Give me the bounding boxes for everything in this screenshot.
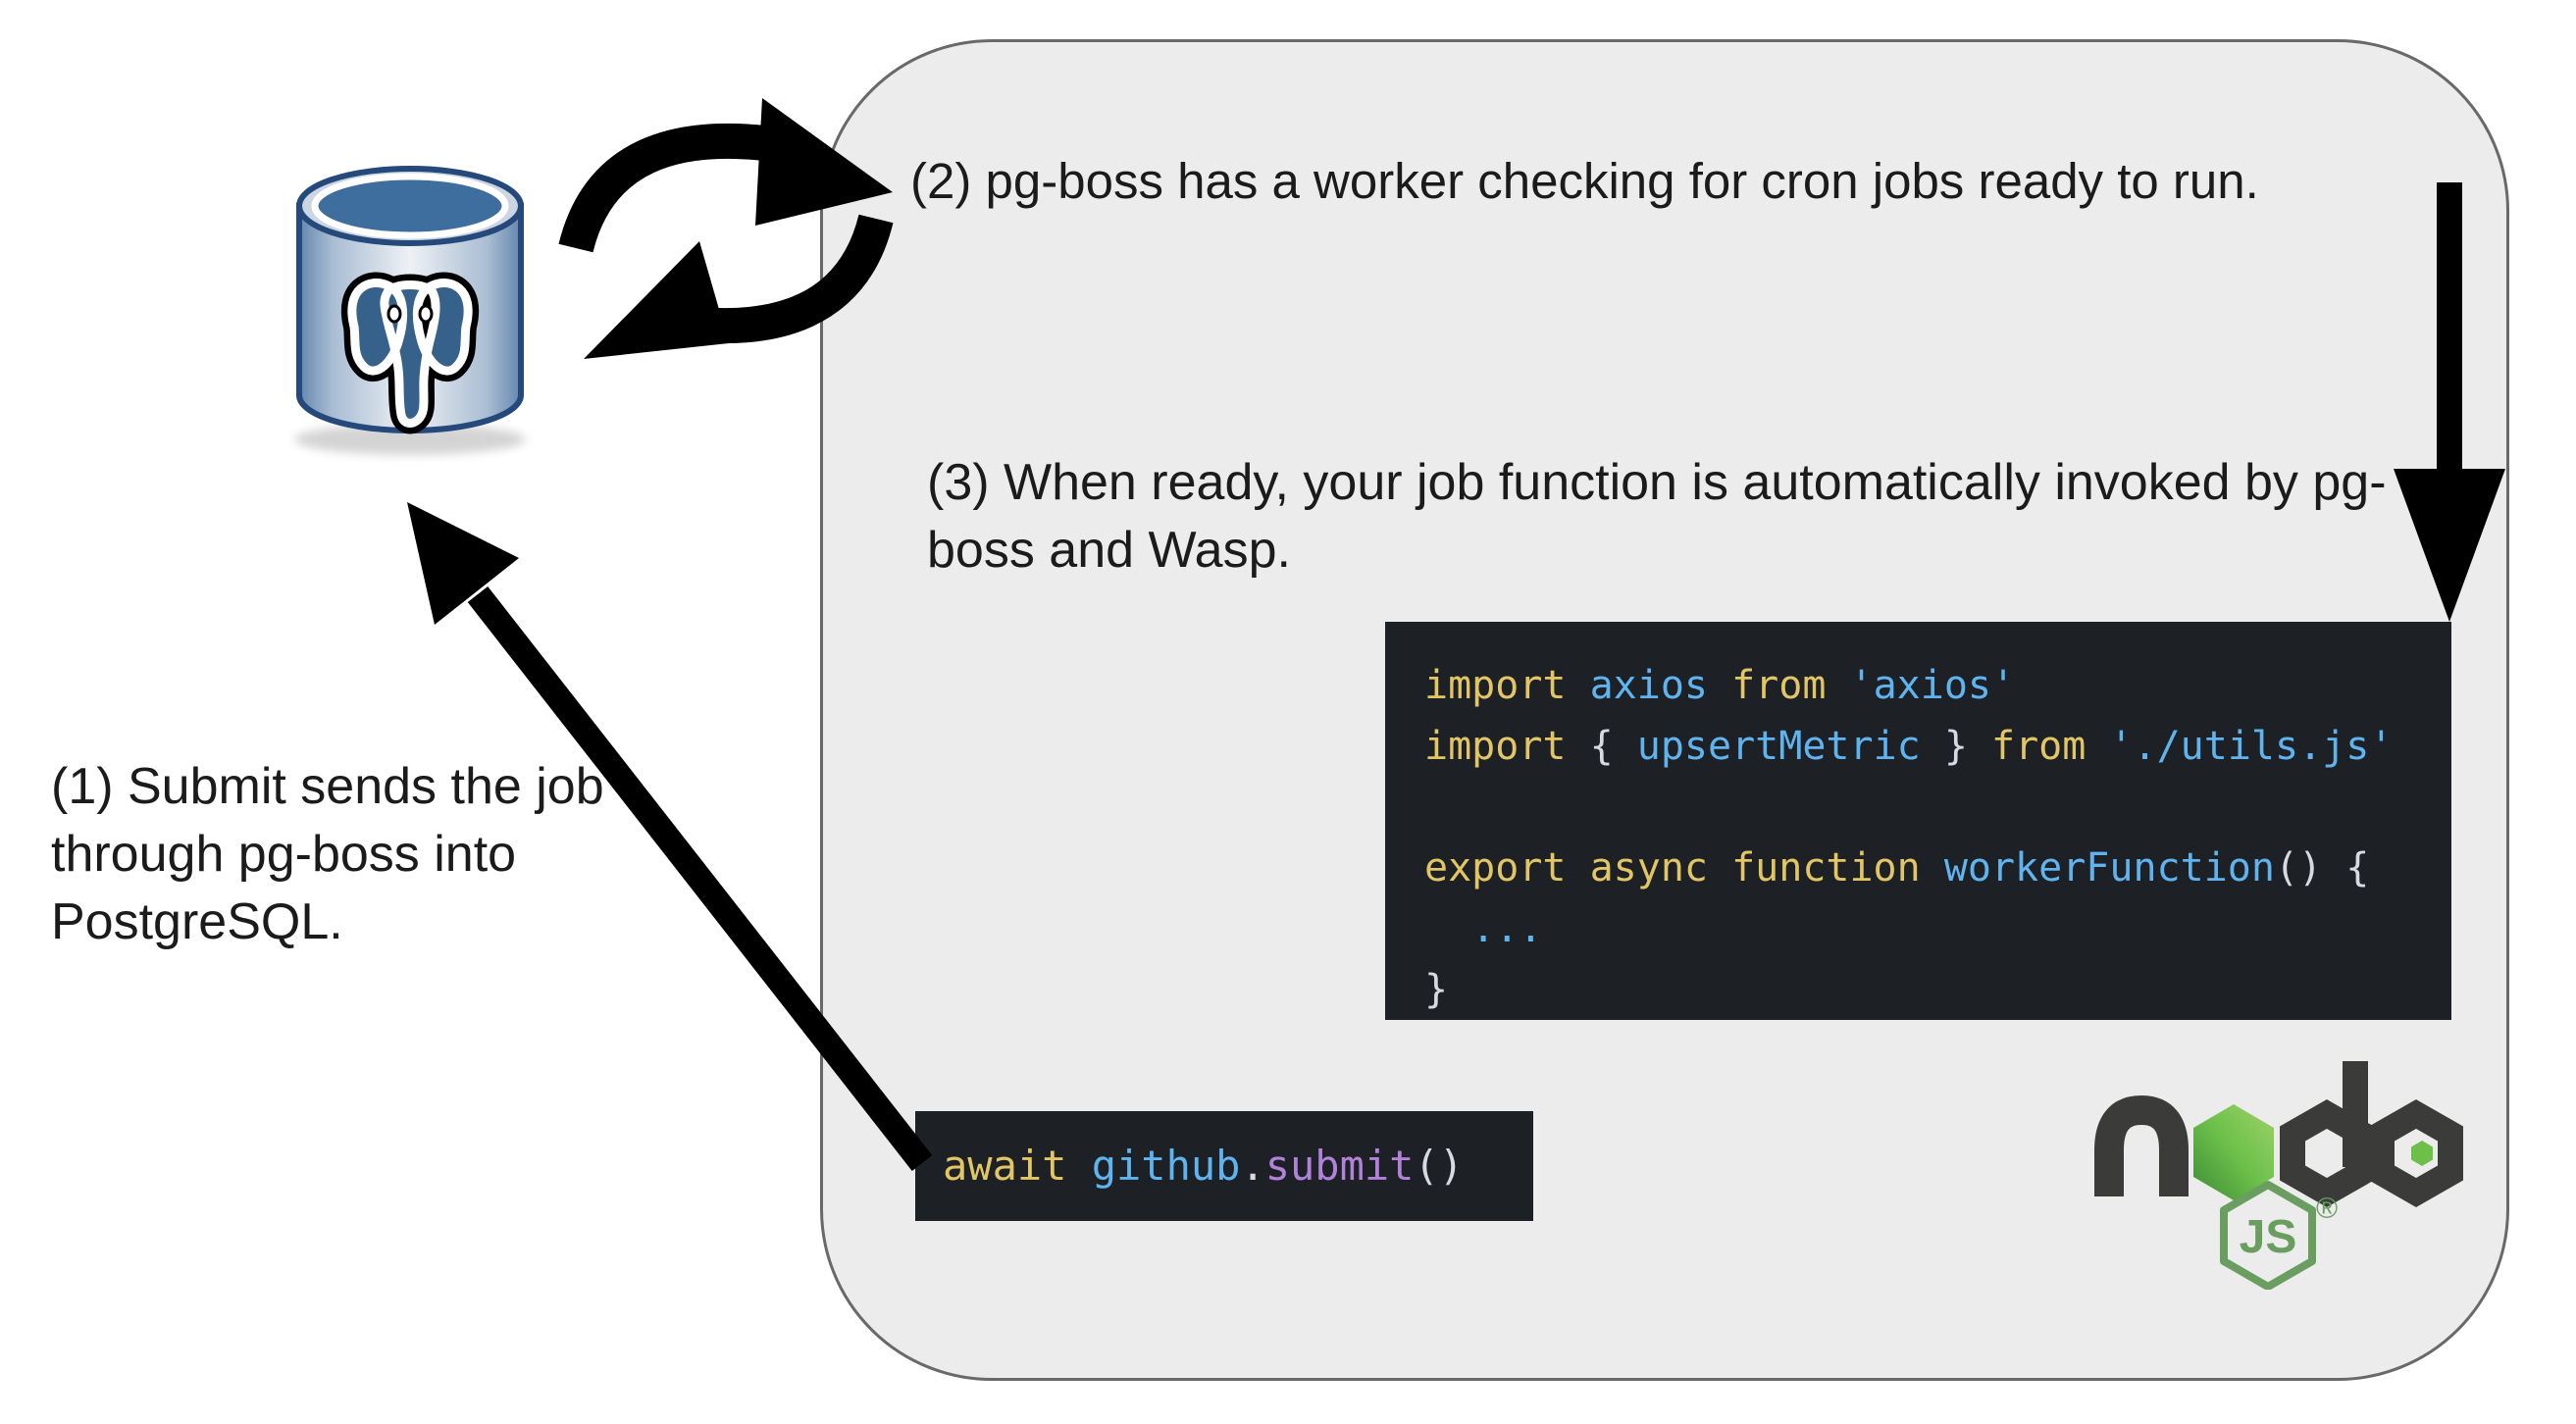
step3-label: (3) When ready, your job function is aut… [927,454,2387,579]
postgres-icon-shadow [294,424,526,455]
postgres-cylinder-body [296,203,524,433]
postgres-cylinder-rim [296,166,524,246]
cycle-bottom-arrowhead [584,241,729,359]
code-line: export async function workerFunction() { [1424,845,2370,890]
code-line: ... [1424,906,1543,951]
code-line: await github.submit() [943,1142,1465,1190]
submit-code-block: await github.submit() [915,1111,1533,1221]
step2-label: (2) pg-boss has a worker checking for cr… [910,153,2259,209]
code-line [1424,777,2451,838]
postgres-cylinder-top [311,173,509,239]
worker-code-block: import axios from 'axios' import { upsert… [1385,622,2451,1020]
step1-label: (1) Submit sends the job through pg-boss… [51,758,604,950]
postgresql-database-icon [294,166,526,455]
code-line: import axios from 'axios' [1424,663,2016,708]
postgres-elephant [341,272,479,434]
cycle-top-arc [558,123,797,253]
code-line: } [1424,967,1449,1012]
code-line: import { upsertMetric } from './utils.js… [1424,724,2394,769]
